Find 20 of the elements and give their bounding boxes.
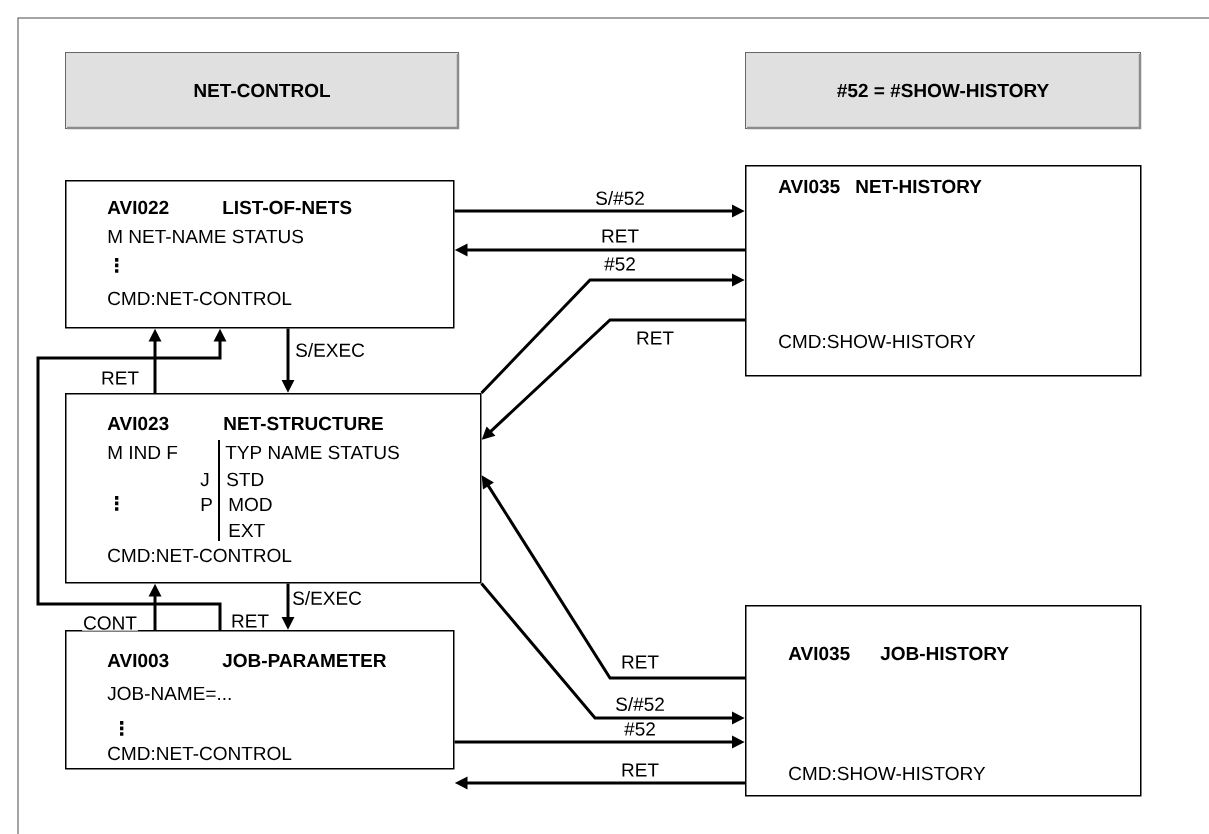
edge-label: S/#52 <box>614 696 666 712</box>
screen-box: AVI035 NET-HISTORY CMD:SHOW-HISTORY <box>745 165 1142 377</box>
header-box: #52 = #SHOW-HISTORY <box>745 52 1142 130</box>
edge-label: #52 <box>623 721 657 737</box>
screen-box: AVI035 JOB-HISTORY CMD:SHOW-HISTORY <box>745 605 1142 797</box>
edge-label: #52 <box>603 256 637 272</box>
edge-label: S/EXEC <box>291 590 363 606</box>
edge-label: RET <box>635 330 675 346</box>
screen-box: AVI022 LIST-OF-NETS M NET-NAME STATUS ⋮ CMD:NET-CONTROL <box>65 180 455 329</box>
edge-label: RET <box>230 613 270 629</box>
edge-label: S/EXEC <box>294 342 366 358</box>
edge-label: RET <box>100 370 140 386</box>
screen-box: AVI003 JOB-PARAMETER JOB-NAME=... ⋮ CMD:NET-CONTROL <box>65 630 455 770</box>
edge-label: RET <box>600 228 640 244</box>
screen-box: AVI023 NET-STRUCTURE M IND F TYP NAME STATUS J STD ⋮ P MOD EXT CMD:NET-CONTROL <box>65 393 482 584</box>
edge-label: S/#52 <box>594 190 646 206</box>
edge-label: RET <box>620 762 660 778</box>
edge-label: CONT <box>82 615 138 631</box>
header-box: NET-CONTROL <box>65 52 460 130</box>
edge-label: RET <box>620 654 660 670</box>
